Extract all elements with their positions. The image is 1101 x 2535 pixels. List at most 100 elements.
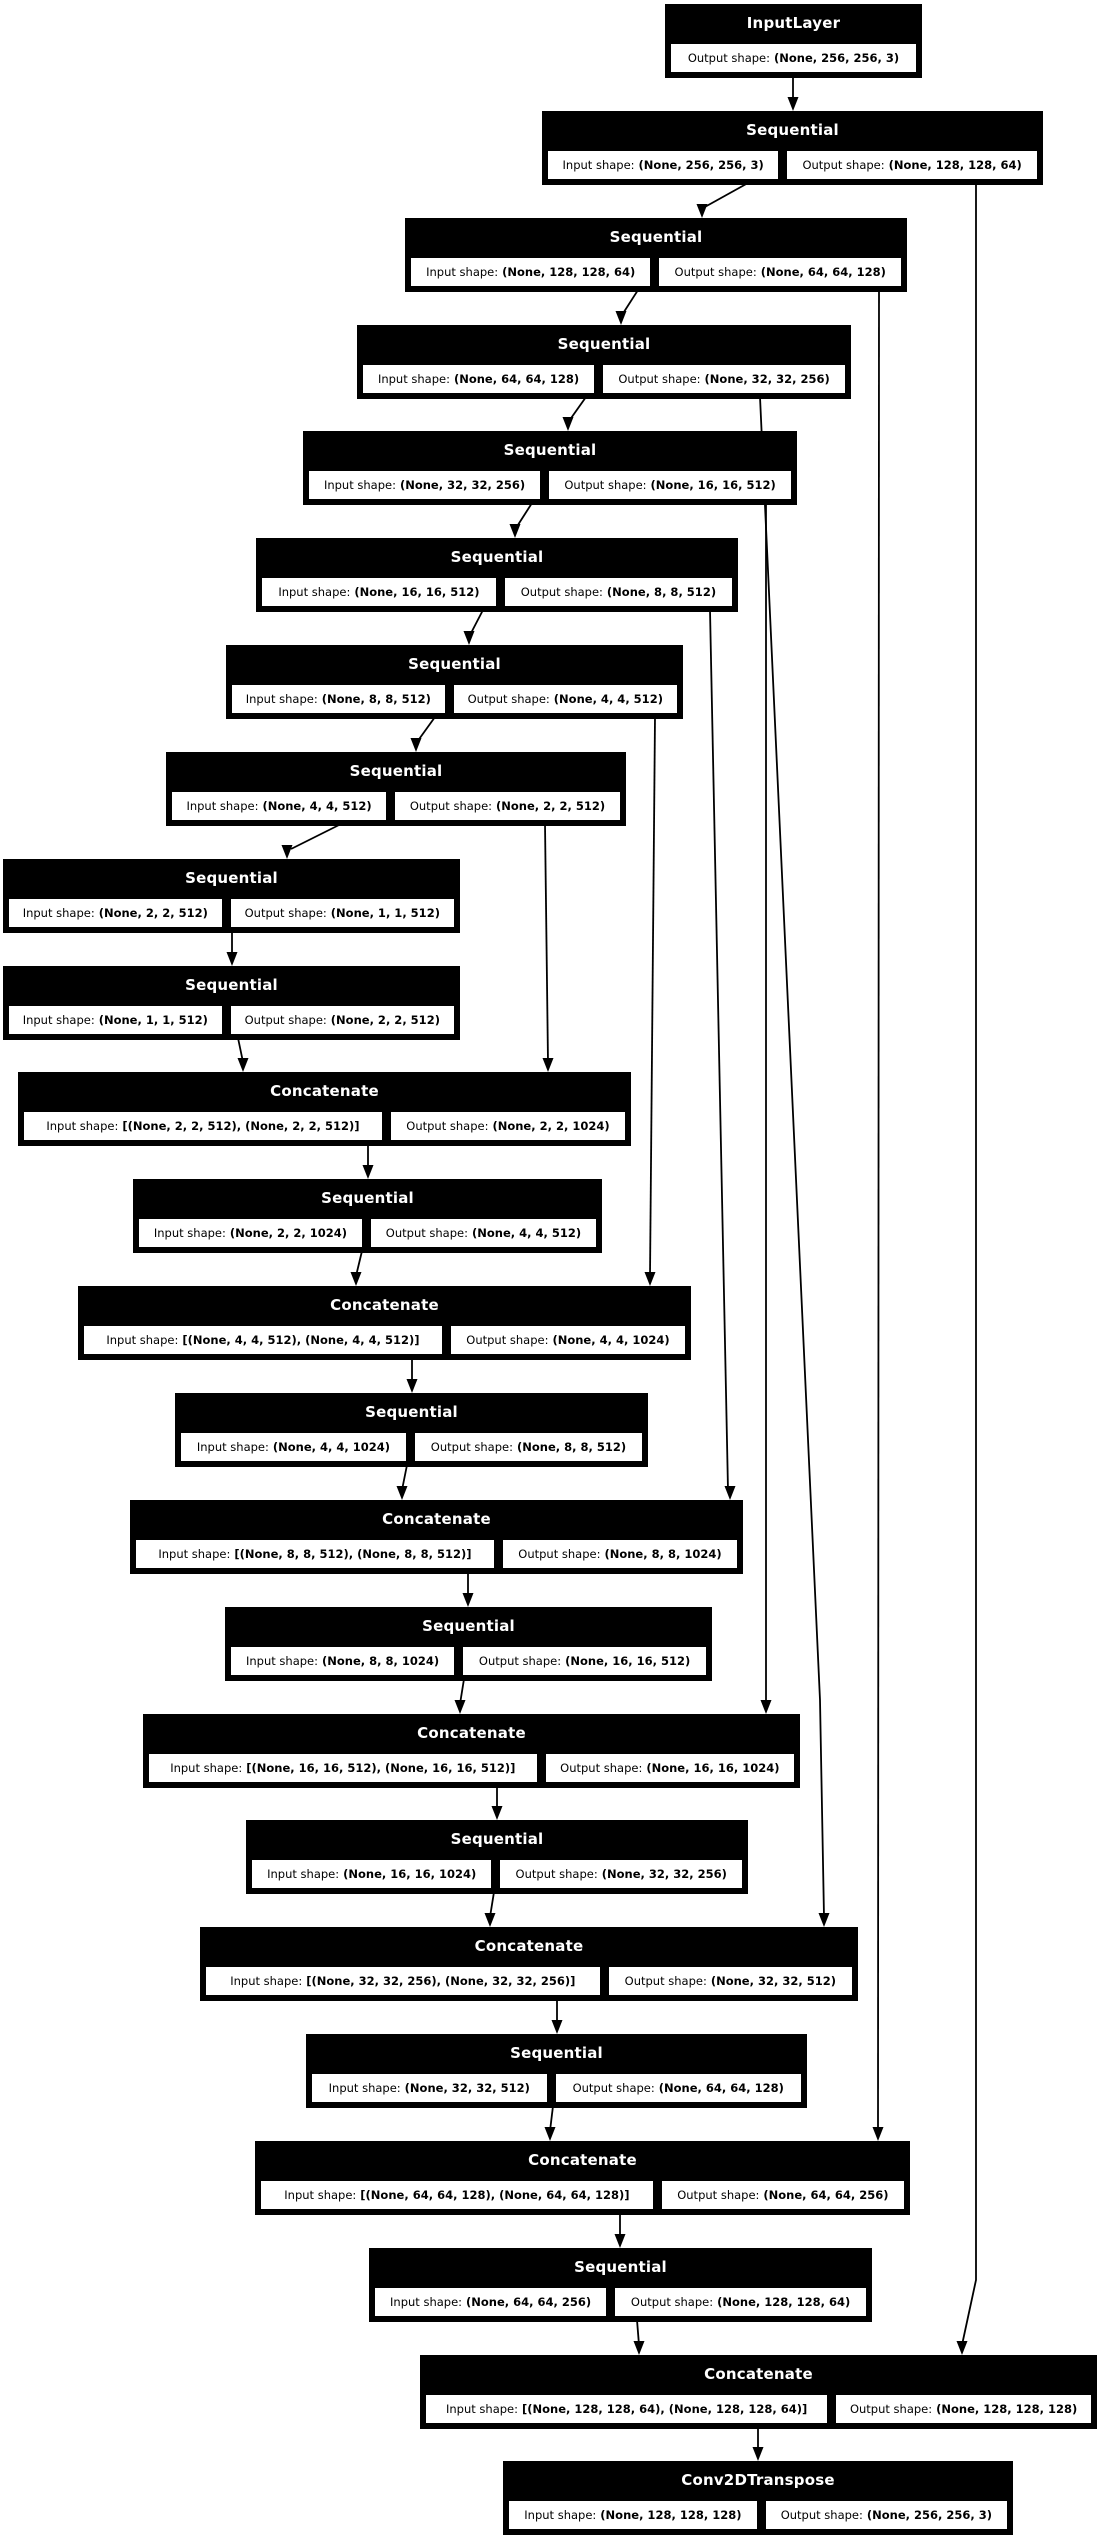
output-shape-cell: Output shape:(None, 8, 8, 512) [502, 576, 734, 608]
layer-type-label: Concatenate [382, 1510, 491, 1528]
shape-cells: Input shape:(None, 2, 2, 1024) Output sh… [137, 1217, 599, 1249]
graph-node-concatenate: Concatenate Input shape:[(None, 64, 64, … [255, 2141, 910, 2215]
shape-cells: Input shape:(None, 128, 128, 128) Output… [507, 2499, 1009, 2531]
layer-type-label: Sequential [349, 762, 443, 780]
input-shape-cell: Input shape:(None, 256, 256, 3) [546, 149, 781, 181]
graph-node-sequential: Sequential Input shape:(None, 256, 256, … [542, 111, 1043, 185]
input-shape-cell: Input shape:(None, 4, 4, 1024) [179, 1431, 408, 1463]
layer-type-label: Sequential [503, 441, 597, 459]
shape-cells: Input shape:(None, 256, 256, 3) Output s… [546, 149, 1039, 181]
graph-node-concatenate: Concatenate Input shape:[(None, 2, 2, 51… [18, 1072, 631, 1146]
layer-type-label: Concatenate [417, 1724, 526, 1742]
shape-cells: Input shape:(None, 8, 8, 1024) Output sh… [229, 1645, 708, 1677]
edge-arrowhead [410, 738, 422, 752]
layer-type-label: InputLayer [746, 14, 841, 32]
shape-cells: Output shape:(None, 256, 256, 3) [669, 42, 918, 74]
output-shape-cell: Output shape:(None, 2, 2, 512) [393, 790, 622, 822]
edge-arrowhead [406, 1379, 418, 1393]
input-shape-cell: Input shape:[(None, 32, 32, 256), (None,… [204, 1965, 602, 1997]
edge-arrowhead [509, 524, 521, 538]
graph-node-sequential: Sequential Input shape:(None, 4, 4, 1024… [175, 1393, 648, 1467]
edge-line [961, 183, 977, 2346]
edge-line [489, 1891, 495, 1918]
graph-node-sequential: Sequential Input shape:(None, 8, 8, 512)… [226, 645, 683, 719]
layer-type-label: Concatenate [474, 1937, 584, 1955]
input-shape-cell: Input shape:(None, 64, 64, 256) [373, 2286, 609, 2318]
layer-type-label: Sequential [746, 121, 839, 139]
shape-cells: Input shape:(None, 1, 1, 512) Output sha… [7, 1004, 456, 1036]
output-shape-cell: Output shape:(None, 8, 8, 512) [412, 1431, 645, 1463]
output-shape-cell: Output shape:(None, 64, 64, 128) [657, 256, 904, 288]
edge-arrowhead [696, 204, 708, 218]
output-shape-cell: Output shape:(None, 16, 16, 512) [547, 469, 793, 501]
edge-line [355, 1250, 363, 1277]
shape-cells: Input shape:[(None, 64, 64, 128), (None,… [259, 2179, 906, 2211]
shape-cells: Input shape:(None, 4, 4, 512) Output sha… [170, 790, 622, 822]
shape-cells: Input shape:[(None, 8, 8, 512), (None, 8… [134, 1538, 739, 1570]
graph-node-sequential: Sequential Input shape:(None, 8, 8, 1024… [225, 1607, 712, 1681]
input-shape-cell: Input shape:(None, 16, 16, 1024) [250, 1858, 494, 1890]
graph-node-sequential: Sequential Input shape:(None, 1, 1, 512)… [3, 966, 460, 1040]
layer-type-label: Sequential [321, 1189, 414, 1207]
edge-line [515, 502, 533, 529]
output-shape-cell: Output shape:(None, 128, 128, 128) [834, 2393, 1093, 2425]
graph-node-sequential: Sequential Input shape:(None, 64, 64, 12… [357, 325, 851, 399]
shape-cells: Input shape:(None, 32, 32, 512) Output s… [310, 2072, 803, 2104]
output-shape-cell: Output shape:(None, 4, 4, 512) [368, 1217, 599, 1249]
edge-arrowhead [956, 2341, 968, 2355]
edge-arrowhead [491, 1806, 503, 1820]
input-shape-cell: Input shape:(None, 2, 2, 512) [7, 897, 224, 929]
output-shape-cell: Output shape:(None, 2, 2, 1024) [388, 1110, 627, 1142]
graph-node-sequential: Sequential Input shape:(None, 32, 32, 25… [303, 431, 797, 505]
edge-arrowhead [818, 1913, 830, 1927]
output-shape-cell: Output shape:(None, 64, 64, 128) [553, 2072, 803, 2104]
edge-arrowhead [752, 2447, 764, 2461]
shape-cells: Input shape:(None, 64, 64, 128) Output s… [361, 363, 847, 395]
graph-node-sequential: Sequential Input shape:(None, 64, 64, 25… [369, 2248, 872, 2322]
edge-arrowhead [454, 1700, 466, 1714]
shape-cells: Input shape:[(None, 2, 2, 512), (None, 2… [22, 1110, 627, 1142]
shape-cells: Input shape:(None, 8, 8, 512) Output sha… [230, 683, 679, 715]
output-shape-cell: Output shape:(None, 4, 4, 512) [451, 683, 679, 715]
output-shape-cell: Output shape:(None, 128, 128, 64) [785, 149, 1039, 181]
input-shape-cell: Input shape:(None, 128, 128, 128) [507, 2499, 759, 2531]
edge-arrowhead [484, 1913, 496, 1927]
input-shape-cell: Input shape:[(None, 128, 128, 64), (None… [424, 2393, 830, 2425]
input-shape-cell: Input shape:(None, 8, 8, 512) [230, 683, 447, 715]
shape-cells: Input shape:[(None, 4, 4, 512), (None, 4… [82, 1324, 687, 1356]
edge-arrowhead [615, 311, 627, 325]
edge-arrowhead [551, 2020, 563, 2034]
input-shape-cell: Input shape:[(None, 2, 2, 512), (None, 2… [22, 1110, 384, 1142]
edge-line [469, 609, 484, 636]
edge-arrowhead [462, 1593, 474, 1607]
edge-arrowhead [226, 952, 238, 966]
layer-type-label: Sequential [422, 1617, 515, 1635]
edge-arrowhead [872, 2127, 884, 2141]
edge-line [401, 1464, 408, 1491]
edge-arrowhead [544, 2127, 556, 2141]
edge-line [709, 609, 729, 1491]
edge-line [544, 823, 549, 1063]
output-shape-cell: Output shape:(None, 4, 4, 1024) [448, 1324, 687, 1356]
edge-arrowhead [350, 1272, 362, 1286]
shape-cells: Input shape:[(None, 32, 32, 256), (None,… [204, 1965, 854, 1997]
graph-node-sequential: Sequential Input shape:(None, 16, 16, 10… [246, 1820, 748, 1894]
edge-line [877, 289, 880, 2132]
edge-arrowhead [362, 1165, 374, 1179]
edge-line [636, 2319, 640, 2346]
output-shape-cell: Output shape:(None, 256, 256, 3) [669, 42, 918, 74]
layer-type-label: Concatenate [270, 1082, 379, 1100]
edge-arrowhead [281, 845, 293, 859]
graph-node-sequential: Sequential Input shape:(None, 32, 32, 51… [306, 2034, 807, 2108]
shape-cells: Input shape:[(None, 128, 128, 64), (None… [424, 2393, 1093, 2425]
graph-node-sequential: Sequential Input shape:(None, 2, 2, 512)… [3, 859, 460, 933]
output-shape-cell: Output shape:(None, 32, 32, 256) [601, 363, 847, 395]
edge-line [549, 2105, 554, 2132]
output-shape-cell: Output shape:(None, 1, 1, 512) [228, 897, 456, 929]
layer-type-label: Sequential [450, 548, 544, 566]
input-shape-cell: Input shape:(None, 4, 4, 512) [170, 790, 389, 822]
layer-type-label: Concatenate [528, 2151, 637, 2169]
edge-line [702, 182, 749, 209]
shape-cells: Input shape:(None, 128, 128, 64) Output … [409, 256, 904, 288]
input-shape-cell: Input shape:(None, 8, 8, 1024) [229, 1645, 457, 1677]
